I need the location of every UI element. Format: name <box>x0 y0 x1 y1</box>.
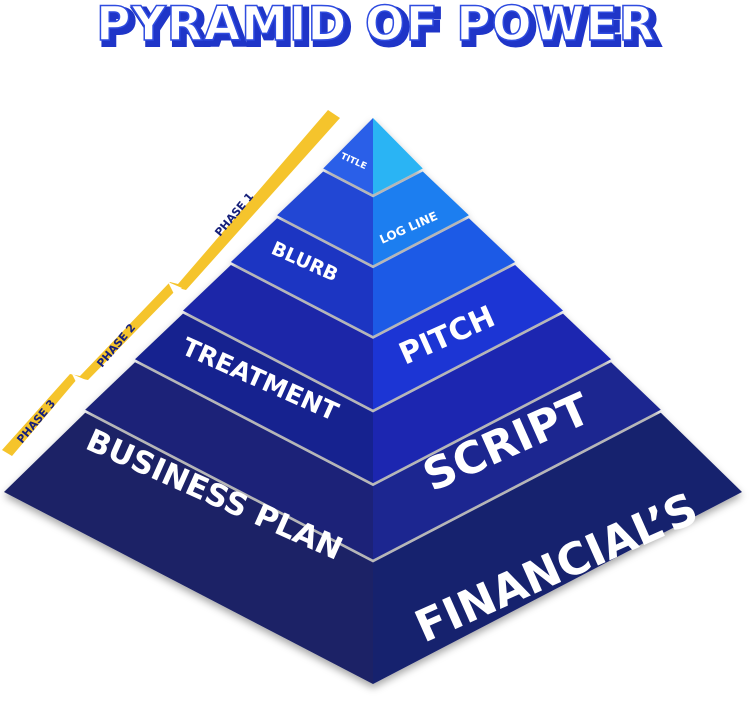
phase-arrow-notch-2 <box>72 374 86 386</box>
phase-3-label: PHASE 3 <box>14 397 58 446</box>
phase-2-label: PHASE 2 <box>94 321 138 370</box>
page-title: PYRAMID OF POWER <box>96 0 656 52</box>
tier-1-right-face <box>373 118 423 195</box>
page-title-group: PYRAMID OF POWER PYRAMID OF POWER <box>95 0 661 59</box>
tier-5-right-face <box>373 313 611 484</box>
phase-arrow <box>2 110 340 456</box>
tier-2-right-face <box>373 171 469 266</box>
page-title-shadow: PYRAMID OF POWER <box>100 1 660 56</box>
tier-1-left-face <box>323 118 373 195</box>
phase-arrow-ribbon <box>2 110 340 456</box>
tier-3-right-face <box>373 218 516 336</box>
tier-6-right-face <box>373 362 661 560</box>
phase-arrow-notch-1 <box>168 282 182 294</box>
tier-5-left-face <box>135 313 373 484</box>
tier-7-right-face <box>373 412 742 684</box>
tier-3-left-face <box>230 218 373 336</box>
tier-7-left-face <box>4 412 373 684</box>
pyramid-tiers <box>4 118 742 684</box>
tier-4-left-face <box>183 265 373 410</box>
tier-2-left-face <box>277 171 373 266</box>
tier-6-left-face <box>85 362 373 560</box>
tier-4-right-face <box>373 265 563 410</box>
